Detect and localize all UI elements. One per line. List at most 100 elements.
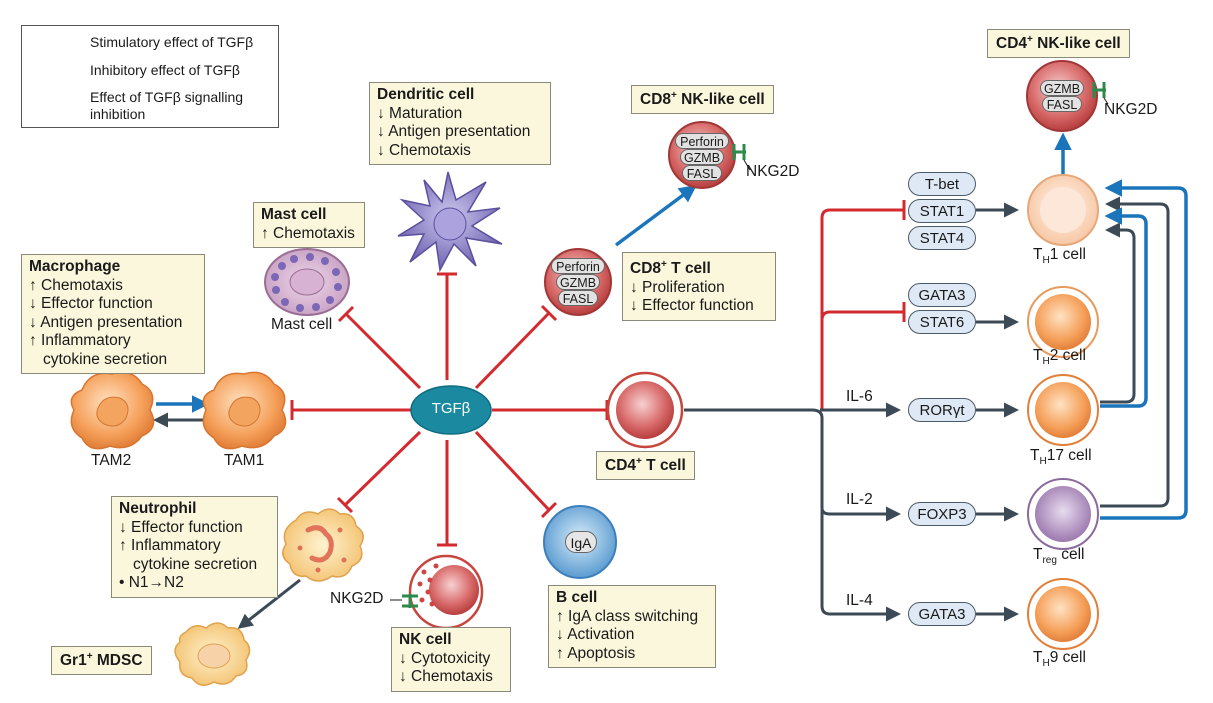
- mast-line: ↑ Chemotaxis: [261, 224, 355, 242]
- th9-label: TH9 cell: [1033, 649, 1086, 669]
- mast-cell: [264, 248, 350, 316]
- nk-line: ↓ Chemotaxis: [399, 668, 493, 685]
- cd8-t-title: CD8+ T cell: [630, 256, 768, 279]
- bcell-line: ↑ Apoptosis: [556, 644, 636, 662]
- th1-label-rest: 1 cell: [1049, 246, 1086, 263]
- cd4-nk-title-sup: +: [1027, 34, 1033, 45]
- dendritic-box: Dendritic cell ↓ Maturation ↓ Antigen pr…: [369, 82, 551, 165]
- cd8-t-line: ↓ Proliferation: [630, 278, 725, 296]
- mdsc-title: Gr1+ MDSC: [51, 646, 152, 676]
- bcell-title: B cell: [556, 589, 598, 606]
- neutrophil-box: Neutrophil ↓ Effector function ↑ Inflamm…: [111, 496, 278, 598]
- macrophage-line: ↑ Inflammatory: [29, 332, 131, 349]
- cd8-nk-perforin-chip: Perforin: [675, 133, 729, 149]
- cd4-nk-title: CD4+ NK-like cell: [987, 29, 1130, 59]
- rorgt-pill: RORγt: [908, 398, 976, 422]
- cd4-t-title: CD4+ T cell: [596, 451, 695, 481]
- legend-inhibitory-label: Inhibitory effect of TGFβ: [90, 62, 240, 78]
- stat4-pill: STAT4: [908, 226, 976, 250]
- il4-label: IL-4: [846, 592, 873, 609]
- signalling-edges: [156, 132, 1188, 520]
- stat1-pill: STAT1: [908, 199, 976, 223]
- dendritic-line: ↓ Chemotaxis: [377, 141, 471, 159]
- tam2-cell: [70, 371, 155, 450]
- nk-line: ↓ Cytotoxicity: [399, 649, 491, 667]
- treg-cell: [1027, 478, 1099, 550]
- th2-label-rest: 2 cell: [1049, 347, 1086, 364]
- cd8-perforin-chip: Perforin: [551, 258, 605, 274]
- legend: Stimulatory effect of TGFβ Inhibitory ef…: [21, 25, 279, 128]
- cd8-nk-title-rest: NK-like cell: [676, 91, 765, 109]
- macrophage-box: Macrophage ↑ Chemotaxis ↓ Effector funct…: [21, 254, 205, 374]
- gata3-th2-pill: GATA3: [908, 283, 976, 307]
- mast-cell-label: Mast cell: [271, 316, 333, 333]
- th17-cell: [1027, 374, 1099, 446]
- tgfb-label: TGFβ: [431, 400, 471, 417]
- edge-cd8-cd8nk: [614, 184, 697, 247]
- edge-tgfb-neutrophil: [343, 430, 422, 507]
- foxp3-pill: FOXP3: [908, 502, 976, 526]
- th1-label-sub: H: [1042, 255, 1050, 266]
- tbet-pill: T-bet: [908, 172, 976, 196]
- th9-label-rest: 9 cell: [1049, 649, 1086, 666]
- neutrophil-line: • N1→N2: [119, 574, 184, 591]
- cd4-nk-title-main: CD4: [996, 35, 1028, 53]
- cd4-nk-receptor-label: NKG2D: [1104, 101, 1158, 118]
- iga-chip: IgA: [565, 531, 597, 553]
- th17-label: TH17 cell: [1030, 447, 1092, 467]
- edge-treg-th1-blue: [1100, 179, 1188, 520]
- treg-label-t: T: [1033, 546, 1043, 563]
- tam2-label: TAM2: [91, 452, 132, 469]
- stimulatory-edges: [153, 196, 1170, 629]
- th17-label-t: T: [1030, 447, 1040, 464]
- neutrophil-cell: [282, 508, 364, 582]
- th2-label: TH2 cell: [1033, 347, 1086, 367]
- cd4-nk-gzmb-chip: GZMB: [1040, 80, 1084, 96]
- cd8-fasl-chip: FASL: [558, 290, 598, 306]
- il2-label: IL-2: [846, 491, 873, 508]
- macrophage-line: ↑ Chemotaxis: [29, 276, 123, 294]
- th1-label: TH1 cell: [1033, 246, 1086, 266]
- dendritic-line: ↓ Antigen presentation: [377, 123, 531, 140]
- neutrophil-line: ↓ Effector function: [119, 518, 243, 536]
- th17-label-rest: 17 cell: [1046, 447, 1092, 464]
- cd8-t-title-main: CD8: [630, 260, 662, 278]
- bcell-box: B cell ↑ IgA class switching ↓ Activatio…: [548, 585, 716, 668]
- edge-hub-foxp3: [811, 408, 901, 522]
- th17-label-sub: H: [1039, 456, 1047, 467]
- th1-cell: [1027, 174, 1099, 246]
- th2-label-t: T: [1033, 347, 1043, 364]
- cd8-gzmb-chip: GZMB: [556, 274, 600, 290]
- edge-th17-th1-blue: [1100, 207, 1148, 408]
- macrophage-line: ↓ Antigen presentation: [29, 313, 183, 331]
- mdsc-cell: [174, 622, 251, 686]
- cd8-t-line: ↓ Effector function: [630, 297, 754, 315]
- neutrophil-line: cytokine secretion: [133, 555, 258, 573]
- neutrophil-title: Neutrophil: [119, 500, 197, 517]
- nk-cell: [390, 554, 484, 630]
- th9-label-t: T: [1033, 649, 1043, 666]
- macrophage-line: ↓ Effector function: [29, 295, 153, 312]
- th9-cell: [1027, 578, 1099, 650]
- treg-label-sub: reg: [1042, 555, 1057, 566]
- th2-cell: [1027, 286, 1099, 358]
- mast-box: Mast cell ↑ Chemotaxis: [253, 202, 365, 248]
- th9-label-sub: H: [1042, 658, 1050, 669]
- th2-label-sub: H: [1042, 356, 1050, 367]
- dendritic-cell: [397, 171, 503, 273]
- edge-tgfb-mast: [344, 312, 422, 390]
- bcell-line: ↓ Activation: [556, 626, 635, 643]
- mast-title: Mast cell: [261, 206, 327, 223]
- cd4-t-cell: [606, 371, 684, 449]
- edge-tgfb-cd8: [474, 311, 551, 390]
- cd8-nk-fasl-chip: FASL: [682, 165, 722, 181]
- treg-label-rest: cell: [1056, 546, 1085, 563]
- edge-neut-mdsc: [237, 578, 301, 629]
- cd4-nk-title-rest: NK-like cell: [1032, 35, 1121, 53]
- legend-signalling-label-2: inhibition: [90, 106, 146, 122]
- cd8-t-title-rest: T cell: [666, 260, 711, 278]
- cd4-t-title-sup: +: [636, 456, 642, 467]
- dendritic-line: ↓ Maturation: [377, 104, 463, 122]
- bcell-line: ↑ IgA class switching: [556, 607, 699, 625]
- edge-inhibit-th2: [820, 310, 904, 321]
